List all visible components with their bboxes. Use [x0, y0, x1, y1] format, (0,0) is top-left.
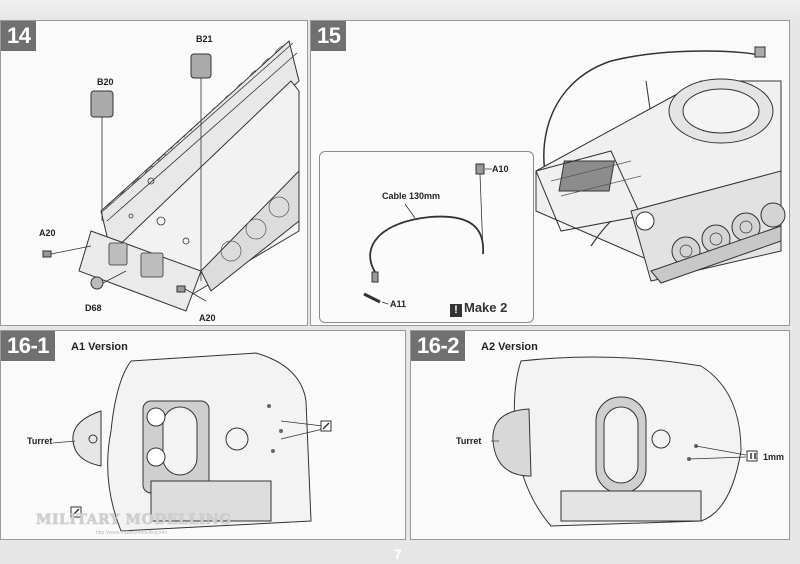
cable-drawing	[363, 163, 492, 305]
step-16-2-panel: 16-2 A2 Version Turret 1mm	[410, 330, 790, 540]
page-number: 7	[394, 546, 402, 562]
label-a20-left: A20	[39, 228, 56, 238]
a1-version-label: A1 Version	[71, 341, 128, 353]
step-16-2-badge: 16-2	[411, 331, 466, 361]
label-b20: B20	[97, 77, 114, 87]
label-cable-130mm: Cable 130mm	[382, 191, 441, 201]
label-a10: A10	[492, 164, 509, 174]
watermark-url: http://www.militarymodelling.info	[96, 530, 168, 536]
label-b21: B21	[196, 34, 213, 44]
step-16-1-badge: 16-1	[1, 331, 56, 361]
hull-rear-drawing	[42, 40, 300, 312]
label-turret-a2: Turret	[456, 436, 482, 446]
a2-version-label: A2 Version	[481, 341, 538, 353]
step-14-panel: 14	[0, 20, 308, 326]
a1-hull-top-drawing	[52, 352, 332, 532]
watermark-text: MILITARY MODELLING	[36, 512, 232, 528]
step-16-1-panel: 16-1 A1 Version Turret	[0, 330, 406, 540]
label-drill-1mm: 1mm	[763, 452, 785, 462]
make-2-text: Make 2	[464, 300, 508, 315]
page-top-edge	[0, 0, 800, 20]
step-14-badge: 14	[1, 21, 37, 51]
label-a11: A11	[390, 299, 407, 309]
hull-front-drawing	[535, 46, 786, 284]
warning-icon: !	[450, 304, 462, 317]
cable-inset: A10 Cable 130mm A11 !Make 2	[319, 151, 534, 323]
label-turret-a1: Turret	[27, 436, 53, 446]
step-15-panel: 15	[310, 20, 790, 326]
label-d68: D68	[85, 303, 102, 313]
a2-hull-top-drawing	[491, 356, 758, 527]
make-2-note: !Make 2	[450, 300, 507, 317]
step-15-badge: 15	[311, 21, 347, 51]
label-a20-bottom: A20	[199, 313, 216, 323]
